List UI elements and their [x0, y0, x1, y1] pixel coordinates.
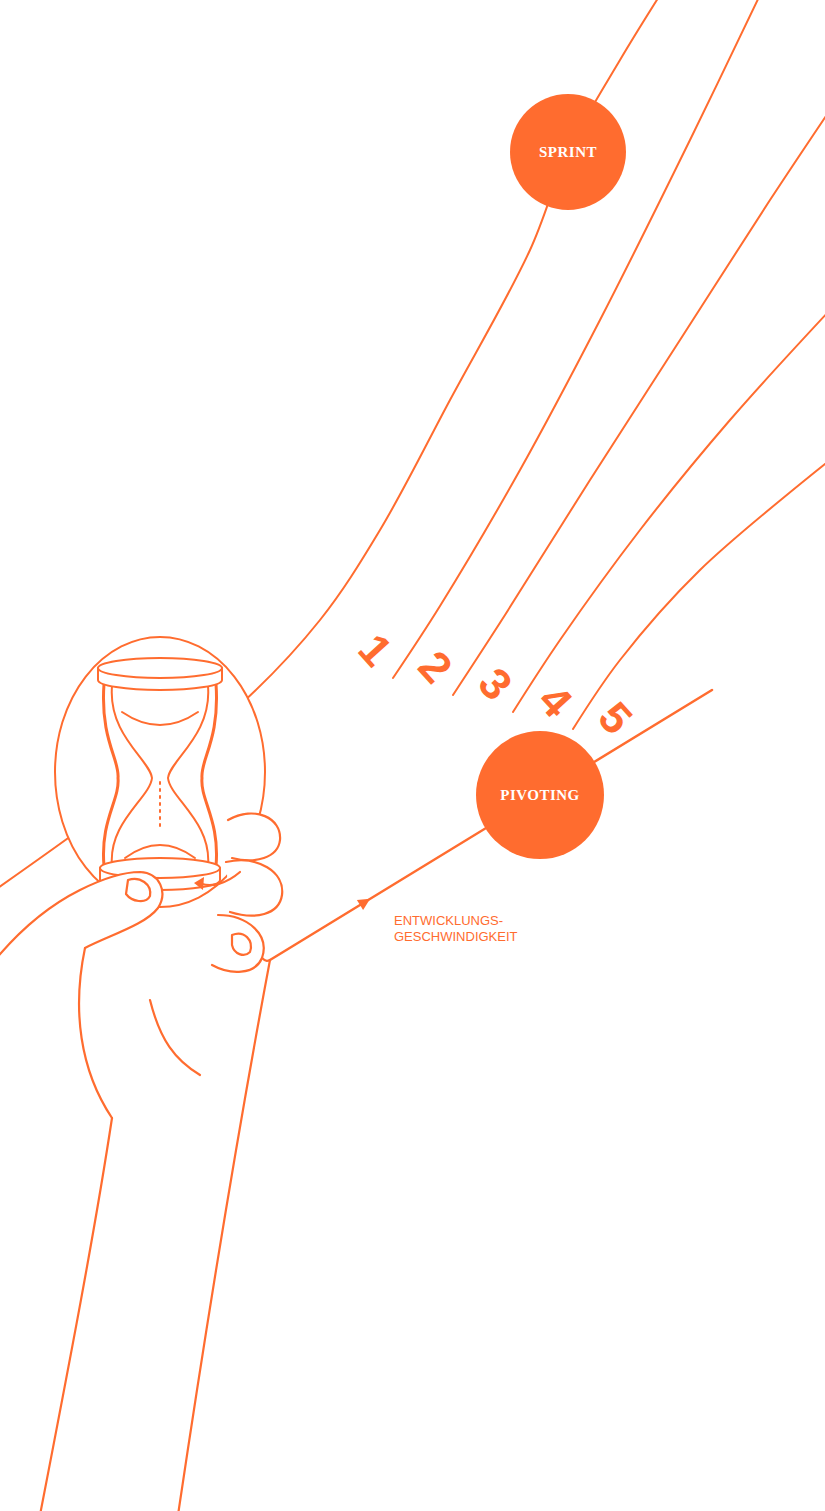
speed-line [270, 690, 712, 960]
circle-fill [510, 94, 626, 210]
circle-fill [476, 731, 604, 859]
lane-number: 1 [350, 626, 399, 674]
axis-label: ENTWICKLUNGS- GESCHWINDIGKEIT [392, 912, 546, 947]
stage-label: SPRINT [539, 143, 597, 161]
finger [226, 860, 282, 915]
forearm [178, 960, 270, 1511]
finger-nail [232, 934, 251, 955]
hourglass [98, 658, 222, 890]
lane-number: 3 [470, 660, 519, 708]
hourglass-post [103, 684, 118, 866]
stage-circle: SPRINT [510, 94, 626, 210]
thumb [0, 872, 162, 960]
hand [0, 814, 282, 1511]
hourglass-cap [98, 658, 222, 678]
lane-number: 4 [530, 677, 579, 725]
stage-label: PIVOTING [500, 786, 580, 804]
lane-arc [453, 110, 825, 695]
hourglass-post [202, 684, 217, 866]
sand-stream [159, 782, 161, 826]
turn-arrow-head [194, 877, 204, 890]
lane-arc [393, 0, 760, 678]
sand [122, 712, 198, 725]
lane-arc [513, 310, 825, 712]
stage-circle: PIVOTING [476, 731, 604, 859]
thumb-nail [126, 879, 150, 901]
palm-line [79, 948, 112, 1118]
lane-number: 5 [590, 694, 639, 742]
finger [228, 814, 280, 861]
palm-line [150, 1000, 200, 1075]
lane-number: 2 [410, 643, 459, 691]
forearm [40, 1118, 112, 1511]
sand [125, 845, 195, 858]
finger [212, 915, 264, 972]
turn-arrow [202, 872, 240, 885]
lane-arc [573, 460, 825, 729]
arrow-head [357, 899, 370, 910]
